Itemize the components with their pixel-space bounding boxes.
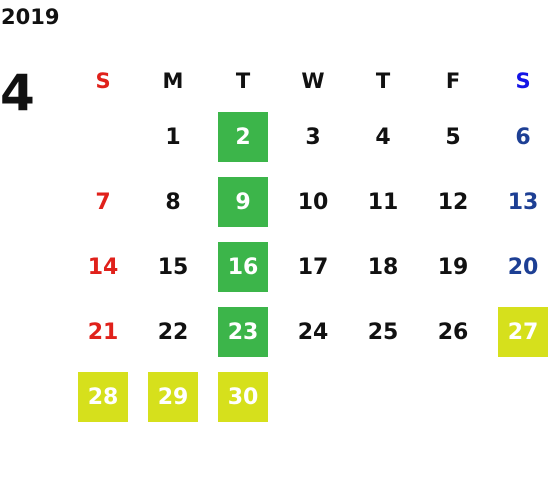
day-cell[interactable]: 17 [297, 254, 329, 280]
day-cell[interactable]: 1 [165, 124, 181, 150]
day-cell[interactable]: 10 [297, 189, 329, 215]
day-cell[interactable]: 24 [297, 319, 329, 345]
day-cell-highlighted-yellow[interactable]: 27 [498, 307, 548, 357]
day-cell-highlighted-yellow[interactable]: 30 [218, 372, 268, 422]
day-cell-saturday[interactable]: 6 [515, 124, 531, 150]
day-cell-highlighted-yellow[interactable]: 29 [148, 372, 198, 422]
day-cell[interactable]: 18 [367, 254, 399, 280]
day-cell-highlighted-green[interactable]: 23 [218, 307, 268, 357]
day-cell[interactable]: 11 [367, 189, 399, 215]
weekday-header-sunday: S [95, 69, 111, 93]
day-cell-sunday[interactable]: 7 [95, 189, 111, 215]
day-cell-saturday[interactable]: 20 [507, 254, 539, 280]
day-cell[interactable]: 26 [437, 319, 469, 345]
day-cell[interactable]: 19 [437, 254, 469, 280]
calendar-grid: S M T W T F S 1 2 3 4 5 6 7 8 9 10 11 12… [68, 56, 548, 431]
day-cell[interactable]: 3 [305, 124, 321, 150]
year-label: 2019 [1, 5, 60, 29]
day-cell-sunday[interactable]: 14 [87, 254, 119, 280]
day-cell-highlighted-green[interactable]: 2 [218, 112, 268, 162]
day-cell[interactable]: 25 [367, 319, 399, 345]
month-number: 4 [0, 64, 35, 122]
weekday-header-friday: F [445, 69, 461, 93]
day-cell[interactable]: 4 [375, 124, 391, 150]
weekday-header-saturday: S [515, 69, 531, 93]
day-cell[interactable]: 22 [157, 319, 189, 345]
weekday-header-tuesday: T [235, 69, 251, 93]
day-cell[interactable]: 12 [437, 189, 469, 215]
day-cell-sunday[interactable]: 21 [87, 319, 119, 345]
day-cell-highlighted-green[interactable]: 9 [218, 177, 268, 227]
day-cell-saturday[interactable]: 13 [507, 189, 539, 215]
weekday-header-thursday: T [375, 69, 391, 93]
day-cell-highlighted-green[interactable]: 16 [218, 242, 268, 292]
day-cell[interactable]: 15 [157, 254, 189, 280]
day-cell-highlighted-yellow[interactable]: 28 [78, 372, 128, 422]
day-cell[interactable]: 8 [165, 189, 181, 215]
day-cell[interactable]: 5 [445, 124, 461, 150]
weekday-header-monday: M [162, 69, 184, 93]
weekday-header-wednesday: W [301, 69, 325, 93]
